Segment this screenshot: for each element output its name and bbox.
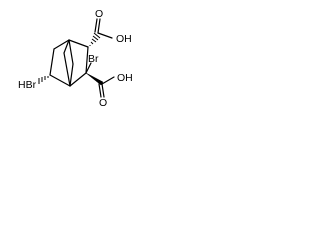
bond-c7-c4 (69, 63, 74, 87)
bond-c4-c5 (49, 74, 71, 87)
bond-c3-c4 (69, 72, 87, 87)
hashed-bond-c5-hbr (38, 76, 49, 84)
label-bottom-o: O (99, 97, 107, 109)
bond-cbot-o-a (101, 83, 105, 98)
molecule-diagram: OH O OH O Br HBr (18, 8, 133, 109)
structure-canvas: OH O OH O Br HBr (0, 0, 152, 122)
bond-cbot-oh (101, 76, 115, 85)
bond-c6-c1 (53, 39, 70, 50)
label-top-oh: OH (116, 33, 132, 45)
label-bottom-oh: OH (117, 72, 133, 84)
label-top-o: O (95, 8, 103, 20)
wedge-c3-cooh (85, 72, 104, 86)
hashed-bond-c2-cooh (89, 32, 101, 46)
bond-c1-c7 (68, 39, 74, 65)
bond-bridge-front-a (63, 39, 70, 54)
bond-ctop-oh (97, 32, 113, 39)
label-hbr: HBr (18, 79, 37, 91)
bond-ctop-o-b (94, 18, 98, 33)
bond-c5-c6 (49, 48, 55, 76)
bond-c2-c3 (85, 46, 89, 74)
label-ring-br: Br (88, 53, 99, 65)
bond-c3-br (85, 62, 92, 74)
bond-c1-c2 (68, 39, 89, 48)
bond-cbot-o-b (98, 83, 102, 98)
bond-ctop-o-a (97, 18, 101, 34)
bond-bridge-front-b (63, 52, 71, 87)
